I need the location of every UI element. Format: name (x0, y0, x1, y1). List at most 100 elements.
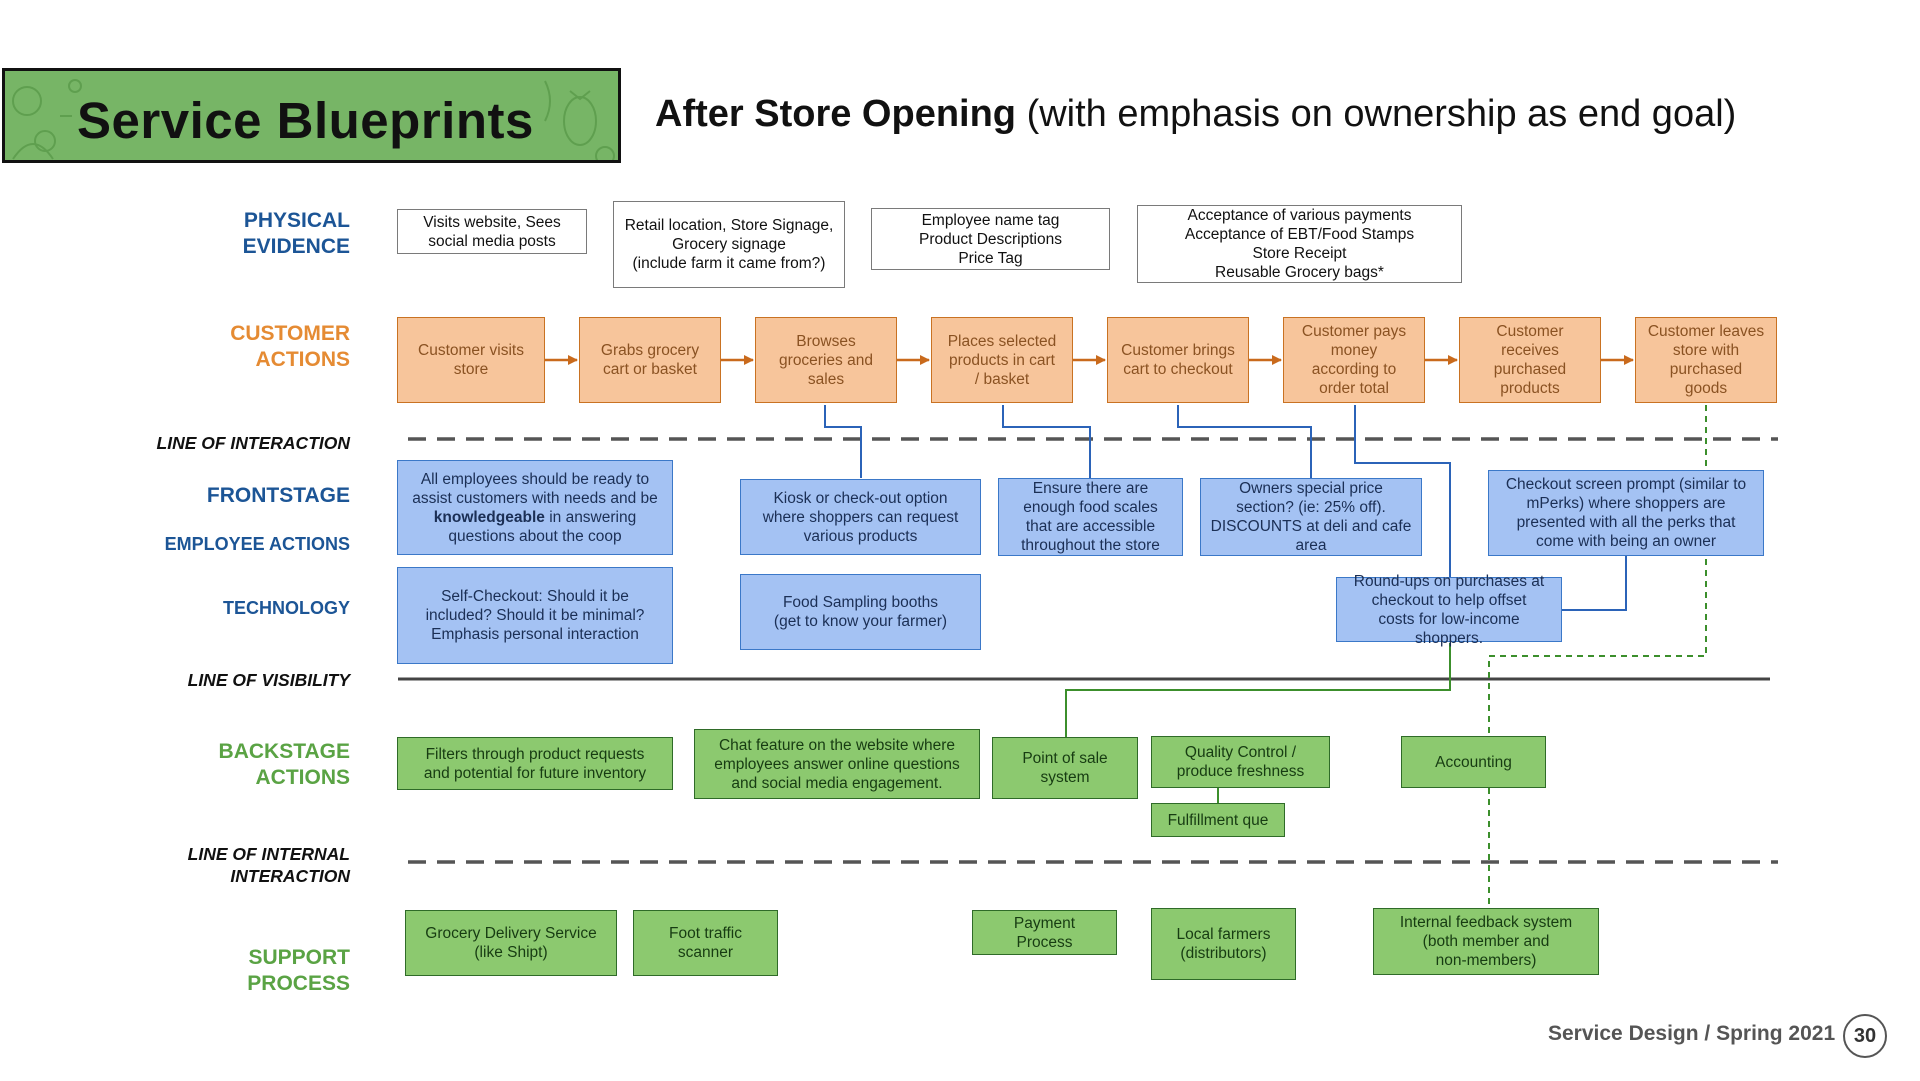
frontstage-employees-ready: All employees should be ready to assist … (397, 460, 673, 555)
backstage-text: Quality Control / (1184, 744, 1297, 761)
evidence-retail: Retail location, Store Signage, Grocery … (613, 201, 845, 288)
label-line-of-interaction: LINE OF INTERACTION (156, 433, 350, 453)
backstage-chat-feature: Chat feature on the website where employ… (694, 729, 980, 799)
frontstage-text: come with being an owner (1535, 533, 1717, 550)
label-actions: ACTIONS (255, 348, 351, 371)
frontstage-text: Checkout screen prompt (similar to (1505, 476, 1747, 493)
evidence-employee-tag: Employee name tag Product Descriptions P… (871, 208, 1110, 270)
technology-self-checkout: Self-Checkout: Should it be included? Sh… (397, 567, 673, 664)
support-text: (both member and (1422, 933, 1550, 950)
backstage-text: produce freshness (1176, 763, 1305, 780)
label-line-of-internal-interaction: LINE OF INTERNAL INTERACTION (188, 843, 350, 887)
frontstage-owners-price: Owners special price section? (ie: 25% o… (1200, 478, 1422, 556)
support-text: Local farmers (1176, 926, 1271, 943)
evidence-text: Store Receipt (1252, 245, 1347, 262)
action-text: products (1500, 380, 1560, 397)
support-text: scanner (677, 944, 734, 961)
support-text: (like Shipt) (474, 944, 548, 961)
frontstage-text-bold: knowledgeable (433, 508, 545, 526)
action-visit-store: Customer visits store (397, 317, 545, 403)
action-pay: Customer pays money according to order t… (1283, 317, 1425, 403)
support-text: (distributors) (1180, 945, 1267, 962)
backstage-text: Fulfillment que (1167, 811, 1269, 829)
label-process: PROCESS (247, 972, 350, 995)
frontstage-text: area (1295, 537, 1327, 554)
frontstage-text: checkout to help offset (1371, 591, 1527, 609)
connector-checkout-owners (1177, 405, 1312, 478)
frontstage-food-scales: Ensure there are enough food scales that… (998, 478, 1183, 556)
backstage-text: and social media engagement. (731, 774, 943, 792)
label-line-of-internal: LINE OF INTERNAL (187, 844, 350, 864)
label-line-of-visibility: LINE OF VISIBILITY (187, 670, 350, 690)
label-customer: CUSTOMER (230, 322, 350, 345)
slide-subtitle: After Store Opening (with emphasis on ow… (655, 93, 1736, 136)
action-text: according to (1311, 361, 1397, 378)
action-text: groceries and (779, 351, 873, 369)
frontstage-text: Ensure there are (1032, 480, 1149, 497)
connector-prompt-roundups (1562, 555, 1627, 611)
label-backstage-actions-word: ACTIONS (255, 766, 351, 789)
evidence-text: Acceptance of various payments (1187, 207, 1412, 224)
backstage-text: system (1040, 769, 1090, 786)
evidence-website: Visits website, Sees social media posts (397, 209, 587, 254)
backstage-fulfillment-que: Fulfillment que (1151, 803, 1285, 837)
support-grocery-delivery: Grocery Delivery Service (like Shipt) (405, 910, 617, 976)
support-text: non-members) (1435, 952, 1537, 969)
evidence-payments: Acceptance of various payments Acceptanc… (1137, 205, 1462, 283)
frontstage-text: costs for low-income (1378, 610, 1520, 628)
backstage-quality-control: Quality Control / produce freshness (1151, 736, 1330, 788)
frontstage-text: section? (ie: 25% off). (1236, 499, 1386, 516)
subtitle-bold: After Store Opening (655, 93, 1017, 135)
evidence-text: Product Descriptions (918, 230, 1062, 248)
evidence-text: Grocery signage (672, 236, 786, 253)
backstage-text: Point of sale (1022, 750, 1108, 767)
frontstage-text: where shoppers can request (762, 508, 959, 526)
label-customer-actions: CUSTOMER ACTIONS (230, 321, 350, 373)
frontstage-text: Round-ups on purchases at (1353, 572, 1545, 590)
page-number: 30 (1843, 1014, 1887, 1058)
label-employee-actions: EMPLOYEE ACTIONS (164, 534, 350, 554)
action-text: order total (1319, 380, 1389, 397)
action-text: Grabs grocery (600, 342, 700, 359)
backstage-text: employees answer online questions (714, 755, 960, 773)
action-text: Customer leaves (1647, 323, 1765, 340)
evidence-text: Visits website, Sees (423, 213, 561, 231)
action-grab-cart: Grabs grocery cart or basket (579, 317, 721, 403)
frontstage-text: mPerks) where shoppers are (1526, 495, 1726, 512)
frontstage-text: Food Sampling booths (782, 594, 939, 611)
label-support-process: SUPPORT PROCESS (247, 945, 350, 997)
frontstage-text-part: All employees should be ready to assist … (412, 470, 658, 507)
frontstage-text: presented with all the perks that (1516, 514, 1736, 531)
label-frontstage: FRONTSTAGE (206, 484, 350, 507)
technology-food-sampling: Food Sampling booths (get to know your f… (740, 574, 981, 650)
support-text: Internal feedback system (1399, 914, 1573, 931)
technology-round-ups: Round-ups on purchases at checkout to he… (1336, 573, 1562, 647)
frontstage-text: Kiosk or check-out option (773, 489, 948, 507)
action-text: Browses (796, 332, 856, 350)
frontstage-text: Self-Checkout: Should it be (441, 588, 629, 605)
action-text: cart or basket (603, 361, 697, 378)
backstage-filters: Filters through product requests and pot… (397, 737, 673, 790)
backstage-text: Filters through product requests (425, 745, 645, 763)
frontstage-text: Owners special price (1239, 480, 1383, 497)
action-text: store with (1672, 342, 1740, 359)
backstage-text: Accounting (1435, 753, 1512, 771)
label-interaction: INTERACTION (230, 866, 350, 886)
connector-pay-roundups (1354, 405, 1451, 577)
footer-course: Service Design / Spring 2021 (1548, 1022, 1836, 1045)
evidence-text: Employee name tag (921, 211, 1060, 229)
action-leave-store: Customer leaves store with purchased goo… (1635, 317, 1777, 403)
frontstage-text: All employees should be ready to assist … (408, 470, 662, 546)
subtitle-rest: (with emphasis on ownership as end goal) (1016, 93, 1737, 135)
connector-roundups-pos (1065, 643, 1451, 737)
connector-leave-accounting (1488, 405, 1707, 736)
action-text: products in cart (949, 351, 1055, 369)
action-text: Customer (1496, 323, 1564, 340)
backstage-point-of-sale: Point of sale system (992, 737, 1138, 799)
action-text: money (1330, 342, 1378, 359)
support-local-farmers: Local farmers (distributors) (1151, 908, 1296, 980)
connector-browse-kiosk (824, 405, 862, 478)
action-text: purchased (1493, 361, 1567, 378)
evidence-text: social media posts (428, 232, 556, 250)
